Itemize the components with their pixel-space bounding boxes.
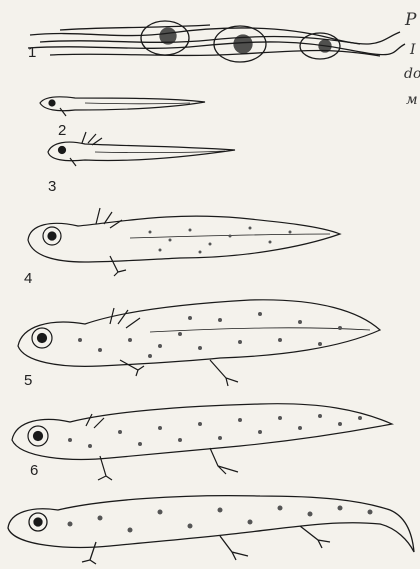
eye	[48, 232, 56, 240]
eye	[34, 432, 43, 441]
eye	[34, 518, 42, 526]
stage-label-2: 2	[58, 122, 66, 139]
embryo	[319, 40, 331, 52]
eye	[38, 334, 47, 343]
stage-label-1: 1	[28, 44, 36, 61]
caption-fragment: м	[406, 92, 418, 108]
stage-label-6: 6	[30, 462, 38, 479]
caption-fragment: I	[410, 42, 416, 58]
eye	[59, 147, 66, 154]
embryo	[234, 35, 252, 53]
caption-fragment: Р	[405, 10, 416, 30]
caption-fragment: do	[404, 66, 420, 82]
embryo	[160, 28, 176, 44]
stage-label-3: 3	[48, 178, 56, 195]
stage-label-4: 4	[24, 270, 32, 287]
eye	[49, 100, 55, 106]
stage-label-5: 5	[24, 372, 32, 389]
